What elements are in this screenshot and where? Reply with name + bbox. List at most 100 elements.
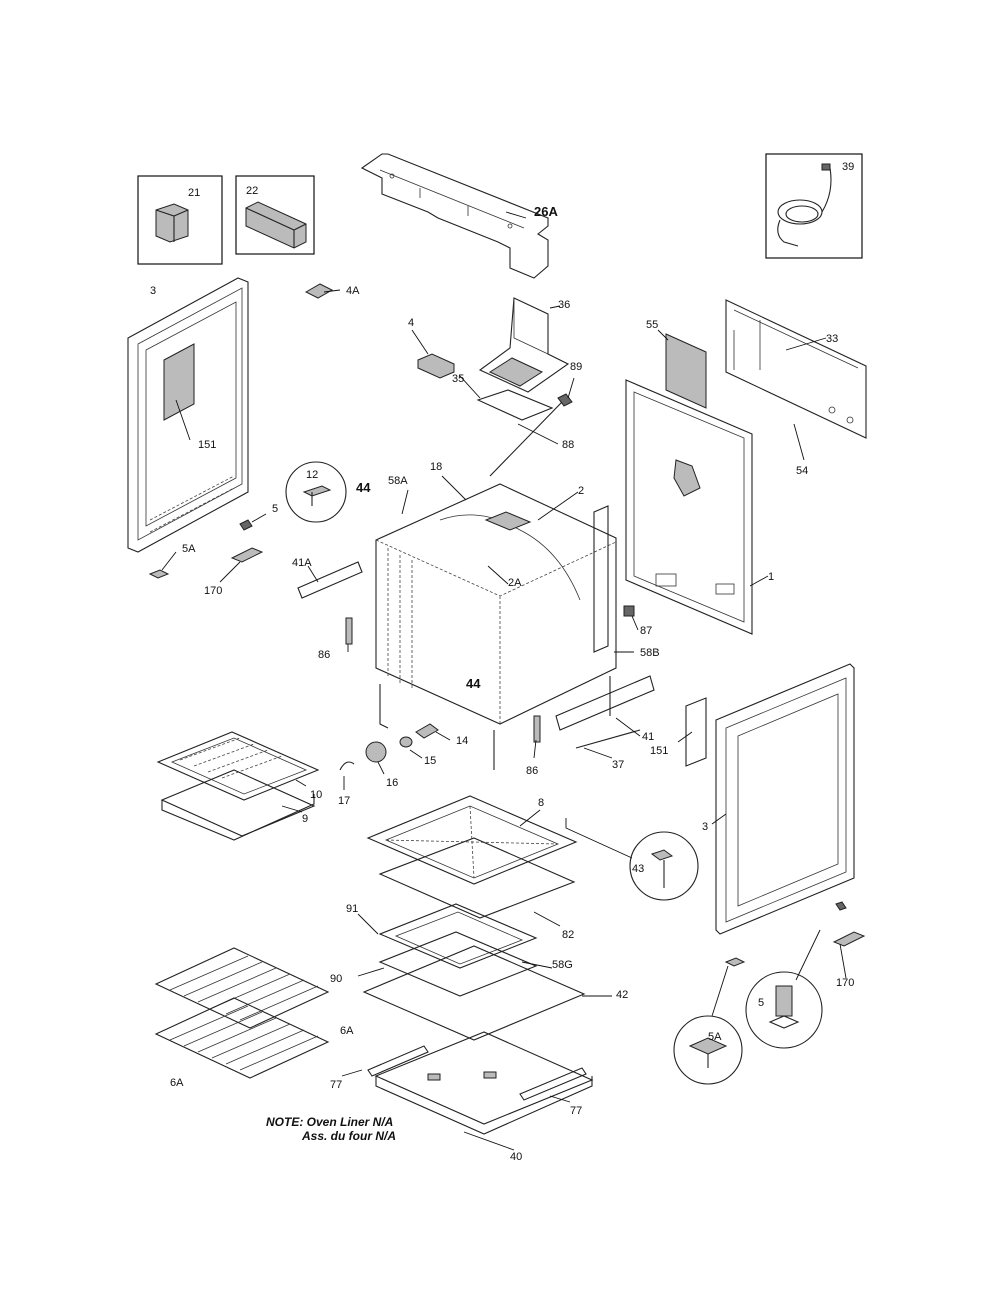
back-panel-1 [625, 379, 753, 635]
note-line-1: NOTE: Oven Liner N/A [266, 1115, 393, 1129]
label-17: 17 [338, 795, 350, 807]
slide-77-left [367, 1045, 429, 1077]
label-22: 22 [246, 185, 258, 197]
screw-5-left [239, 519, 253, 531]
slide-77-right [519, 1067, 587, 1101]
frame-58g [378, 903, 538, 997]
bracket-170-left [230, 547, 264, 563]
label-35: 35 [452, 373, 464, 385]
label-5-circle: 5 [758, 997, 764, 1009]
label-36: 36 [558, 299, 570, 311]
label-5-left: 5 [272, 503, 278, 515]
label-82: 82 [562, 929, 574, 941]
lamp-14 [415, 723, 439, 739]
broiler-pan [156, 731, 320, 841]
back-cover-33 [725, 299, 867, 439]
label-18: 18 [430, 461, 442, 473]
label-1: 1 [768, 571, 774, 583]
label-86-right: 86 [526, 765, 538, 777]
label-10: 10 [310, 789, 322, 801]
clip-17 [339, 761, 355, 771]
label-26a: 26A [534, 204, 558, 219]
label-14: 14 [456, 735, 468, 747]
label-43: 43 [632, 863, 644, 875]
bulb-15 [399, 736, 413, 748]
label-170-right: 170 [836, 977, 854, 989]
label-90: 90 [330, 973, 342, 985]
wire-37 [575, 729, 641, 749]
label-15: 15 [424, 755, 436, 767]
label-40: 40 [510, 1151, 522, 1163]
label-5a-left: 5A [182, 543, 196, 555]
top-bracket-26a [360, 153, 549, 279]
detail-circle-5 [745, 971, 823, 1049]
label-77-right: 77 [570, 1105, 582, 1117]
detail-circle-5a [673, 1015, 743, 1085]
label-87: 87 [640, 625, 652, 637]
leader-lines [161, 211, 847, 1151]
lens-16 [365, 741, 387, 763]
label-16: 16 [386, 777, 398, 789]
bottom-frame-8 [366, 795, 578, 885]
sensor-89 [489, 393, 573, 477]
side-panel-left [127, 277, 249, 553]
label-58g: 58G [552, 959, 573, 971]
label-2: 2 [578, 485, 584, 497]
detail-circle-43 [629, 831, 699, 901]
clip-86-left [345, 617, 353, 645]
label-12: 12 [306, 469, 318, 481]
label-86-left: 86 [318, 649, 330, 661]
screw-5-right [835, 901, 847, 911]
part-87 [623, 605, 635, 617]
label-6a-bottom: 6A [170, 1077, 184, 1089]
inset-box-22 [235, 175, 315, 255]
panel-82 [378, 837, 576, 919]
label-3-left: 3 [150, 285, 156, 297]
hinge-4 [417, 353, 455, 379]
callout-labels: 21 22 26A 39 3 4A 4 36 55 33 151 35 89 8… [150, 161, 854, 1163]
note: NOTE: Oven Liner N/A Ass. du four N/A [266, 1115, 396, 1143]
label-44-mid: 44 [466, 676, 481, 691]
detail-circle-12 [285, 461, 347, 523]
label-41a: 41A [292, 557, 312, 569]
rail-41 [555, 675, 655, 731]
inset-box-21 [137, 175, 223, 265]
label-91: 91 [346, 903, 358, 915]
label-44-top: 44 [356, 480, 371, 495]
bracket-170-right [832, 931, 866, 947]
label-9: 9 [302, 813, 308, 825]
label-3-right: 3 [702, 821, 708, 833]
label-8: 8 [538, 797, 544, 809]
cover-2 [484, 511, 532, 531]
bracket-151-right [685, 697, 707, 767]
label-151-right: 151 [650, 745, 668, 757]
note-line-2: Ass. du four N/A [301, 1129, 396, 1143]
label-37: 37 [612, 759, 624, 771]
label-4a: 4A [346, 285, 360, 297]
vent-duct-36 [478, 297, 570, 393]
label-77-left: 77 [330, 1079, 342, 1091]
label-151-left: 151 [198, 439, 216, 451]
label-58b: 58B [640, 647, 660, 659]
label-58a: 58A [388, 475, 408, 487]
label-55: 55 [646, 319, 658, 331]
label-6a-top: 6A [340, 1025, 354, 1037]
label-21: 21 [188, 187, 200, 199]
label-54: 54 [796, 465, 808, 477]
plate-35 [476, 389, 554, 421]
label-33: 33 [826, 333, 838, 345]
oven-rack-bottom [154, 997, 330, 1079]
label-41: 41 [642, 731, 654, 743]
label-5a-circle: 5A [708, 1031, 722, 1043]
bracket-4a [304, 283, 334, 299]
inset-box-39 [765, 153, 863, 259]
label-89: 89 [570, 361, 582, 373]
side-panel-right [715, 663, 855, 935]
label-39: 39 [842, 161, 854, 173]
panel-55 [665, 333, 707, 409]
drawer-40 [374, 1031, 594, 1135]
leveler-5a-right [724, 957, 746, 967]
label-88: 88 [562, 439, 574, 451]
oven-cavity [375, 483, 617, 770]
